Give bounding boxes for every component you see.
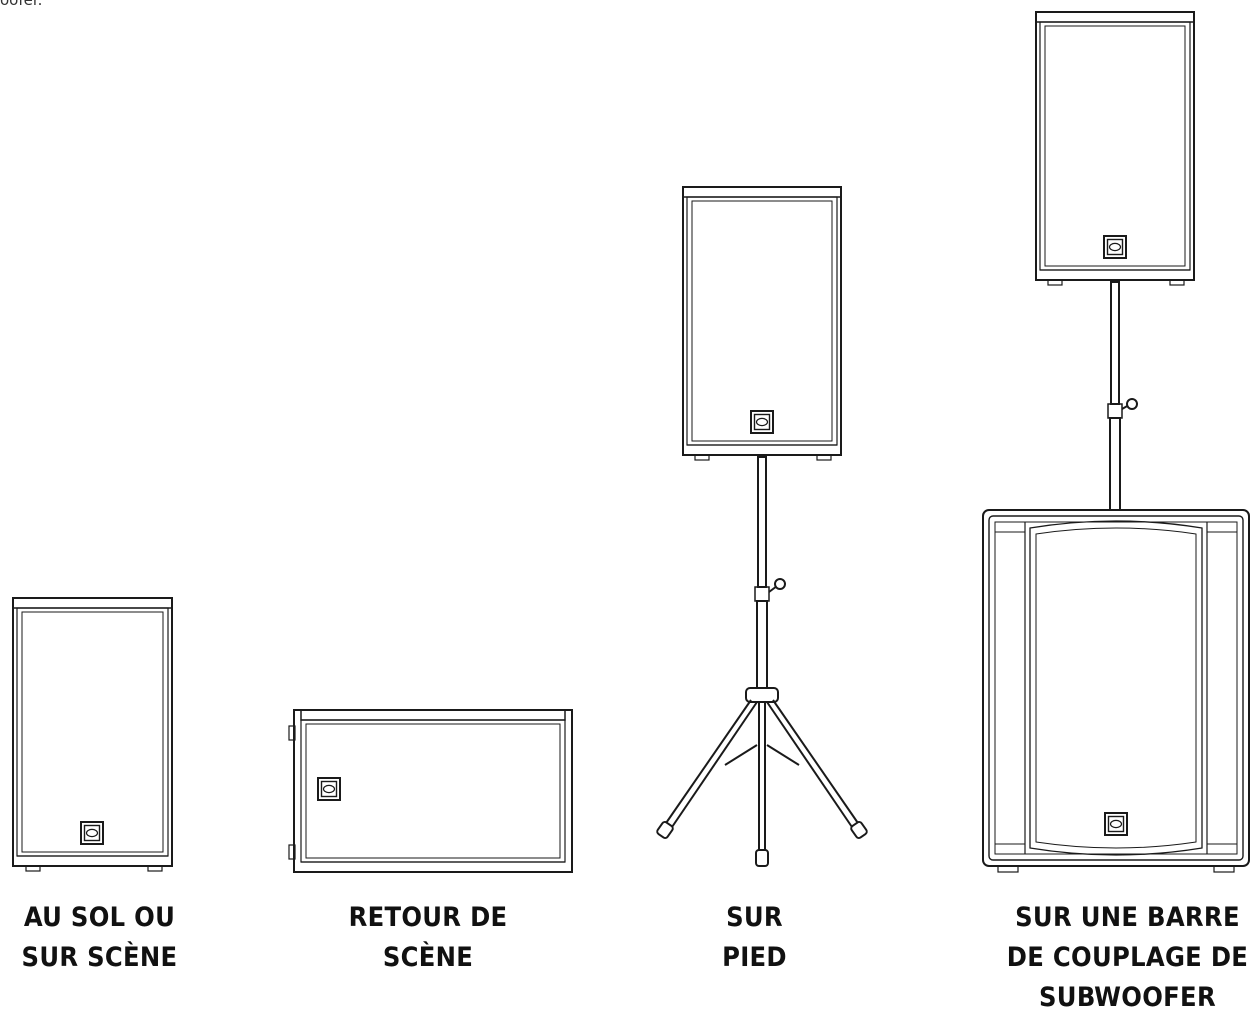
brand-logo — [1104, 812, 1128, 836]
caption-subwoofer-line1: SUR UNE BARRE — [1015, 902, 1240, 933]
floor-speaker — [12, 597, 173, 872]
stand-speaker — [682, 186, 842, 461]
caption-monitor: RETOUR DE SCÈNE — [318, 898, 538, 978]
caption-floor: AU SOL OU SUR SCÈNE — [2, 898, 197, 978]
brand-logo — [317, 777, 341, 801]
caption-stand-line1: SUR — [726, 902, 783, 933]
caption-subwoofer: SUR UNE BARRE DE COUPLAGE DE SUBWOOFER — [1000, 898, 1255, 1018]
caption-subwoofer-line3: SUBWOOFER — [1039, 982, 1216, 1013]
subwoofer — [982, 509, 1250, 873]
caption-floor-line2: SUR SCÈNE — [21, 942, 178, 973]
brand-logo — [80, 821, 104, 845]
brand-logo — [1103, 235, 1127, 259]
caption-subwoofer-line2: DE COUPLAGE DE — [1006, 942, 1249, 973]
caption-stand: SUR PIED — [682, 898, 827, 978]
brand-logo — [750, 410, 774, 434]
caption-floor-line1: AU SOL OU — [23, 902, 176, 933]
monitor-speaker — [288, 709, 573, 873]
coupling-pole — [1107, 281, 1138, 511]
tripod-stand — [656, 456, 868, 867]
caption-monitor-line2: SCÈNE — [382, 942, 474, 973]
pole-speaker — [1035, 11, 1195, 286]
caption-stand-line2: PIED — [722, 942, 787, 973]
cut-off-text: oofer. — [0, 0, 43, 9]
caption-monitor-line1: RETOUR DE — [348, 902, 508, 933]
